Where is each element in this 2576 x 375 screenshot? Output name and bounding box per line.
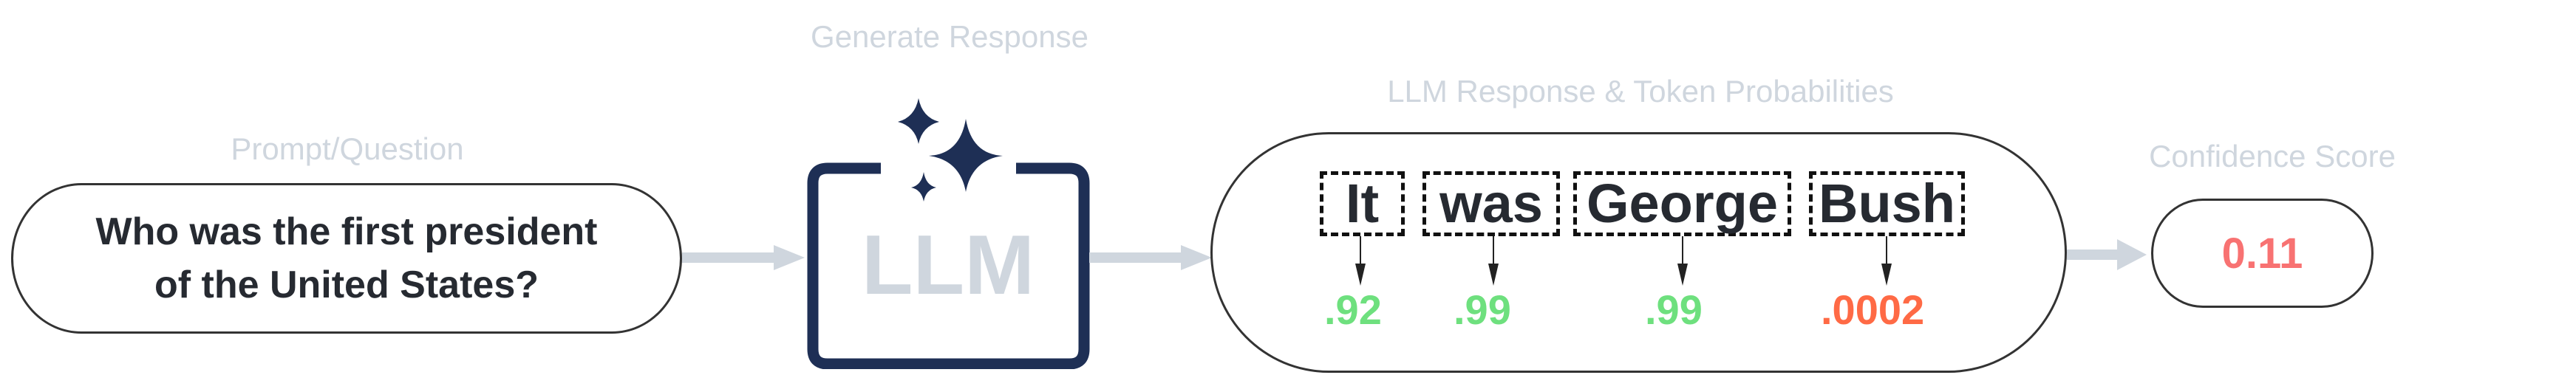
arrow-response-to-confidence [2067,239,2147,270]
generate-label: Generate Response [811,19,1088,54]
arrow-prompt-to-llm [682,245,805,270]
token-arrow-line [1360,236,1361,266]
confidence-label: Confidence Score [2149,139,2396,173]
confidence-box: 0.11 [2151,199,2374,308]
arrow-llm-to-response [1089,245,1212,270]
token-arrow-head [1881,264,1892,286]
sparkles-icon [898,98,1003,202]
response-box [1210,132,2067,373]
llm-text: LLM [861,219,1035,312]
token-arrow-head [1488,264,1499,286]
confidence-score: 0.11 [2221,229,2303,278]
token-george: George [1573,171,1791,236]
token-bush: Bush [1809,171,1965,236]
token-arrow-line [1493,236,1494,266]
llm-box [807,98,1090,369]
prob-bush: .0002 [1821,286,1925,333]
token-was: was [1422,171,1560,236]
token-arrow-line [1682,236,1683,266]
prompt-label: Prompt/Question [231,131,464,166]
token-arrow-head [1355,264,1366,286]
prompt-line-2: of the United States? [154,264,539,306]
prompt-box: Who was the first president of the Unite… [11,183,682,334]
prob-george: .99 [1645,286,1703,333]
prompt-line-1: Who was the first president [95,210,598,253]
prob-it: .92 [1324,286,1382,333]
response-label: LLM Response & Token Probabilities [1387,74,1894,109]
token-it: It [1320,171,1405,236]
token-arrow-head [1677,264,1688,286]
token-arrow-line [1886,236,1887,266]
prob-was: .99 [1454,286,1511,333]
